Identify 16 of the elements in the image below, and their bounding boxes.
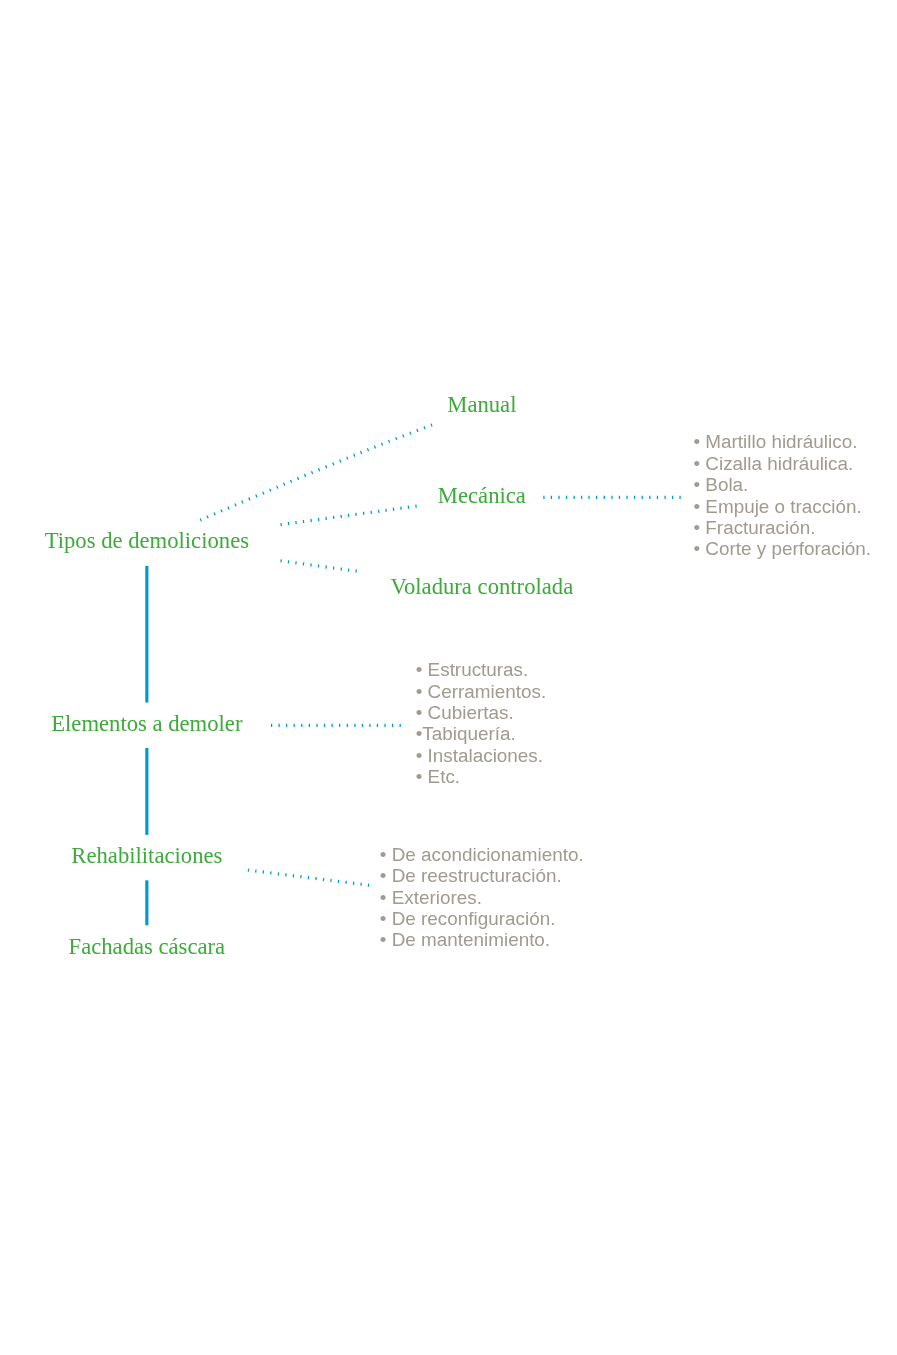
node-text: Tipos de demoliciones (44, 528, 250, 554)
node-text: Manual (447, 392, 517, 418)
node-text: • Estructuras. • Cerramientos. • Cubiertas. •Tabiquería. • Instalaciones. • Etc. (415, 659, 547, 788)
node-text: Fachadas cáscara (68, 933, 226, 959)
node-text: Voladura controlada (390, 573, 574, 599)
connector (145, 880, 149, 926)
connector (199, 423, 433, 522)
connector (145, 565, 149, 703)
node-text: Rehabilitaciones (71, 843, 223, 869)
node-text: Mecánica (437, 482, 526, 508)
connector (145, 748, 149, 835)
node-text: • Martillo hidráulico. • Cizalla hidráulica. • Bola. • Empuje o tracción. • Fracturación. • Corte y perforación. (693, 431, 872, 560)
node-text: Elementos a demoler (51, 710, 243, 736)
node-text: • De acondicionamiento. • De reestructuración. • Exteriores. • De reconfiguración. • De mantenimiento. (379, 843, 584, 951)
connector (247, 868, 370, 887)
connector (543, 495, 684, 499)
